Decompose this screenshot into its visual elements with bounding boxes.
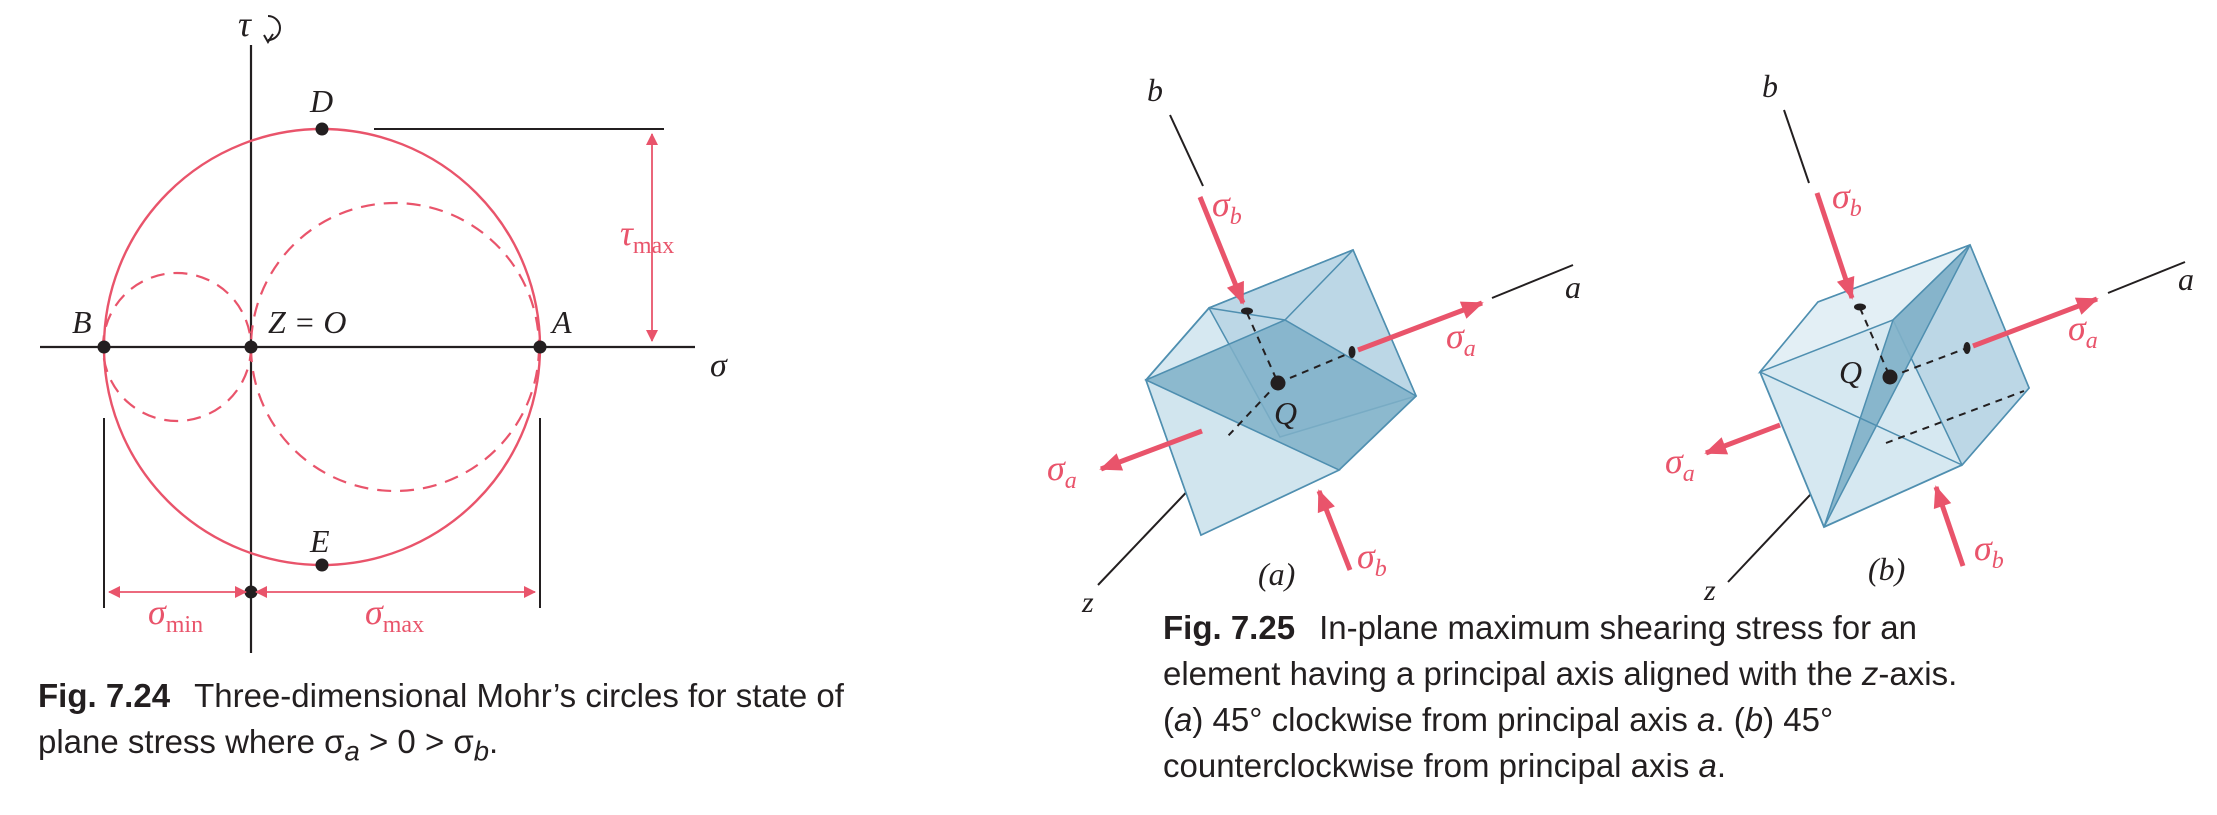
shear-plane-b [1823, 244, 1971, 528]
a-axis-label-b: a [2178, 261, 2194, 297]
point-e [315, 558, 329, 572]
sigma-b-bottom-arrow-b [1933, 485, 1966, 567]
sigma-a-right-label-a: σa [1446, 316, 1476, 362]
sigma-a-right-arrow-b [1972, 296, 2099, 349]
point-a [533, 340, 547, 354]
caption-label: Fig. 7.24 [38, 677, 171, 714]
z-axis-label-b: z [1703, 574, 1716, 607]
center-q-a [1270, 375, 1286, 391]
sigma-b-top-label-b: σb [1832, 176, 1862, 222]
b-axis-a [1169, 114, 1204, 187]
label-q-a: Q [1274, 395, 1297, 431]
caption-label: Fig. 7.25 [1163, 609, 1296, 646]
sigma-a-right-arrow-a [1357, 300, 1484, 353]
sigma-min-label: σmin [148, 592, 203, 638]
point-b [97, 340, 111, 354]
label-q-b: Q [1839, 354, 1862, 390]
sigma-a-left-label-b: σa [1665, 441, 1695, 487]
label-a: A [550, 304, 572, 340]
a-axis-a [1491, 264, 1574, 299]
label-z-eq-o: Z = O [268, 304, 347, 340]
stress-element-a: b a z Q σb σa σa σb (a) [1047, 72, 1581, 619]
sigma-a-right-label-b: σa [2068, 308, 2098, 354]
part-label-a: (a) [1258, 556, 1295, 592]
a-axis-b [2107, 261, 2186, 294]
stress-element-b: b a z Q σb σa σa σb (b) [1665, 68, 2194, 607]
sigma-b-top-arrow-a [1197, 196, 1246, 305]
sigma-b-bottom-label-a: σb [1357, 536, 1387, 582]
mohr-circle-diagram: τ σ D E B A Z = O τmax σmin σmax [40, 4, 728, 653]
sigma-a-left-arrow-b [1704, 422, 1781, 456]
sigma-max-label: σmax [365, 592, 424, 638]
label-b: B [72, 304, 92, 340]
b-axis-label-b: b [1762, 68, 1778, 104]
label-d: D [309, 83, 333, 119]
sigma-b-top-arrow-b [1814, 192, 1855, 300]
sigma-a-left-label-a: σa [1047, 448, 1077, 494]
sigma-b-top-label-a: σb [1212, 184, 1242, 230]
rotation-arrow-icon [267, 15, 281, 41]
point-d [315, 122, 329, 136]
a-axis-label-a: a [1565, 269, 1581, 305]
label-e: E [309, 523, 330, 559]
center-q-b [1882, 369, 1898, 385]
part-label-b: (b) [1868, 551, 1905, 587]
point-origin [244, 340, 258, 354]
sigma-axis-label: σ [710, 347, 728, 384]
sigma-a-left-arrow-a [1099, 428, 1203, 472]
z-axis-label-a: z [1081, 586, 1094, 619]
b-axis-b [1783, 109, 1810, 184]
b-axis-label-a: b [1147, 72, 1163, 108]
tau-max-label: τmax [620, 213, 674, 259]
sigma-b-bottom-label-b: σb [1974, 528, 2004, 574]
tau-axis-label: τ [238, 4, 252, 44]
z-axis-b [1727, 477, 1827, 583]
point-origin-bottom [244, 585, 258, 599]
z-axis-a [1097, 479, 1199, 586]
sigma-b-bottom-arrow-a [1316, 489, 1353, 571]
